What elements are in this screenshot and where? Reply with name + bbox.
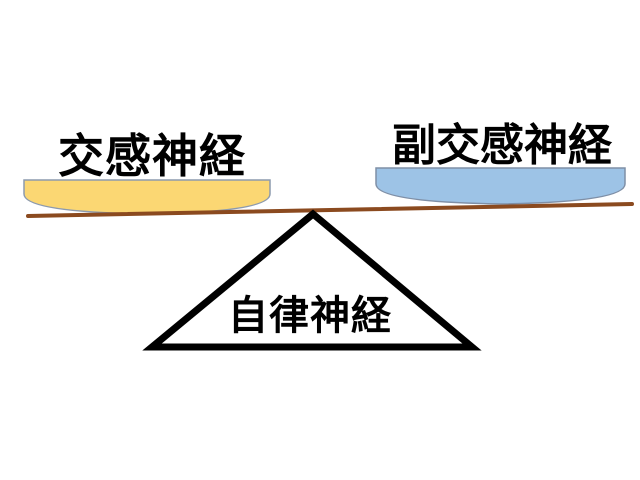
fulcrum-triangle bbox=[142, 209, 482, 351]
parasympathetic-nerve-label: 副交感神経 bbox=[392, 120, 612, 171]
sympathetic-nerve-label: 交感神経 bbox=[58, 129, 246, 183]
balance-beam bbox=[26, 202, 634, 218]
right-pan bbox=[375, 167, 626, 205]
autonomic-nerve-label: 自律神経 bbox=[228, 293, 392, 339]
left-pan bbox=[23, 179, 271, 215]
